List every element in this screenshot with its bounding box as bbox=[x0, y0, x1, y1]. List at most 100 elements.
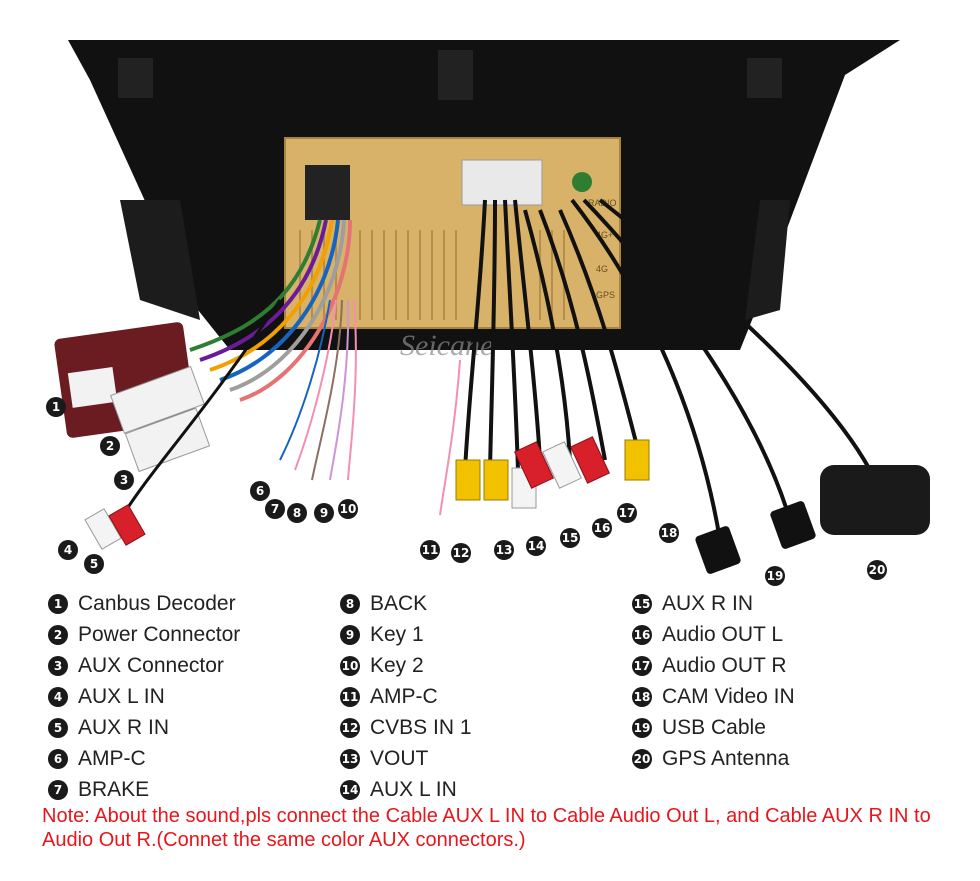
callout-8: 8 bbox=[287, 503, 307, 523]
legend-label: VOUT bbox=[370, 746, 429, 770]
legend-label: BRAKE bbox=[78, 777, 150, 801]
rca-plugs-center bbox=[455, 436, 650, 509]
callout-1: 1 bbox=[46, 397, 66, 417]
legend-badge: 20 bbox=[632, 748, 652, 769]
legend-label: AUX R IN bbox=[78, 715, 170, 739]
legend-label: BACK bbox=[370, 591, 428, 615]
wiring-diagram: RADIO 4G+ 4G GPS Seicane bbox=[46, 40, 930, 586]
legend-label: AUX R IN bbox=[662, 591, 754, 615]
legend-badge: 13 bbox=[340, 748, 360, 769]
legend-label: Canbus Decoder bbox=[78, 591, 236, 615]
legend-label: AUX Connector bbox=[78, 653, 224, 677]
legend-item: 5 AUX R IN bbox=[48, 712, 240, 743]
legend-label: Audio OUT L bbox=[662, 622, 784, 646]
legend-badge: 6 bbox=[48, 748, 68, 769]
legend-item: 10 Key 2 bbox=[340, 650, 472, 681]
mount-tab-right bbox=[747, 58, 782, 98]
legend-label: Power Connector bbox=[78, 622, 241, 646]
legend-badge: 8 bbox=[340, 593, 360, 614]
legend-item: 11 AMP-C bbox=[340, 681, 472, 712]
aux-connector-block bbox=[461, 159, 543, 206]
unit-label-gps: GPS bbox=[596, 290, 615, 300]
legend-label: AUX L IN bbox=[78, 684, 165, 708]
callout-19: 19 bbox=[765, 566, 785, 586]
legend-item: 8 BACK bbox=[340, 588, 472, 619]
legend-label: CVBS IN 1 bbox=[370, 715, 472, 739]
callout-14: 14 bbox=[526, 536, 546, 556]
aux-connector bbox=[124, 407, 211, 473]
legend-item: 20 GPS Antenna bbox=[632, 743, 795, 774]
power-connector bbox=[110, 365, 205, 434]
callout-16: 16 bbox=[592, 518, 612, 538]
callout-9: 9 bbox=[314, 503, 334, 523]
legend-label: Key 1 bbox=[370, 622, 424, 646]
legend-item: 13 VOUT bbox=[340, 743, 472, 774]
legend-badge: 10 bbox=[340, 655, 360, 676]
legend-badge: 1 bbox=[48, 593, 68, 614]
callout-13: 13 bbox=[494, 540, 514, 560]
legend-item: 2 Power Connector bbox=[48, 619, 240, 650]
legend-badge: 17 bbox=[632, 655, 652, 676]
callout-18: 18 bbox=[659, 523, 679, 543]
rca-aux-left bbox=[84, 504, 146, 550]
mount-tab-left bbox=[118, 58, 153, 98]
legend-badge: 7 bbox=[48, 779, 68, 800]
unit-label-4g: 4G bbox=[596, 264, 608, 274]
legend-label: AMP-C bbox=[370, 684, 438, 708]
left-bracket bbox=[120, 200, 200, 320]
legend-item: 6 AMP-C bbox=[48, 743, 240, 774]
legend-label: AUX L IN bbox=[370, 777, 457, 801]
callout-11: 11 bbox=[420, 540, 440, 560]
legend-item: 7 BRAKE bbox=[48, 774, 240, 805]
legend-badge: 2 bbox=[48, 624, 68, 645]
callout-15: 15 bbox=[560, 528, 580, 548]
callout-17: 17 bbox=[617, 503, 637, 523]
callout-12: 12 bbox=[451, 543, 471, 563]
callout-4: 4 bbox=[58, 540, 78, 560]
right-bracket bbox=[745, 200, 790, 320]
legend-item: 1 Canbus Decoder bbox=[48, 588, 240, 619]
main-connector bbox=[305, 165, 350, 220]
legend-badge: 11 bbox=[340, 686, 360, 707]
legend-label: USB Cable bbox=[662, 715, 766, 739]
legend-label: AMP-C bbox=[78, 746, 146, 770]
legend-label: Key 2 bbox=[370, 653, 424, 677]
gps-antenna bbox=[820, 465, 930, 535]
unit-label-4gplus: 4G+ bbox=[596, 230, 613, 240]
legend-badge: 15 bbox=[632, 593, 652, 614]
center-cables bbox=[439, 198, 872, 541]
mount-tab-center bbox=[438, 50, 473, 100]
connection-note: Note: About the sound,pls connect the Ca… bbox=[42, 805, 931, 851]
callout-10: 10 bbox=[338, 499, 358, 519]
legend-label: CAM Video IN bbox=[662, 684, 795, 708]
legend-badge: 12 bbox=[340, 717, 360, 738]
callout-6: 6 bbox=[250, 481, 270, 501]
usb-plug-1 bbox=[695, 526, 741, 574]
legend-label: GPS Antenna bbox=[662, 746, 790, 770]
legend-item: 18 CAM Video IN bbox=[632, 681, 795, 712]
legend-item: 12 CVBS IN 1 bbox=[340, 712, 472, 743]
legend-item: 15 AUX R IN bbox=[632, 588, 795, 619]
callout-3: 3 bbox=[114, 470, 134, 490]
canbus-label bbox=[67, 366, 118, 408]
legend-badge: 19 bbox=[632, 717, 652, 738]
wire-bundle bbox=[118, 219, 357, 521]
watermark: Seicane bbox=[400, 329, 493, 362]
legend-badge: 14 bbox=[340, 779, 360, 800]
callout-20: 20 bbox=[867, 560, 887, 580]
legend-badge: 5 bbox=[48, 717, 68, 738]
callout-5: 5 bbox=[84, 554, 104, 574]
usb-plug-2 bbox=[770, 501, 816, 549]
callout-2: 2 bbox=[100, 436, 120, 456]
callout-7: 7 bbox=[265, 499, 285, 519]
legend-item: 19 USB Cable bbox=[632, 712, 795, 743]
wiring-illustration: RADIO 4G+ 4G GPS Seicane bbox=[54, 40, 930, 574]
legend-badge: 18 bbox=[632, 686, 652, 707]
